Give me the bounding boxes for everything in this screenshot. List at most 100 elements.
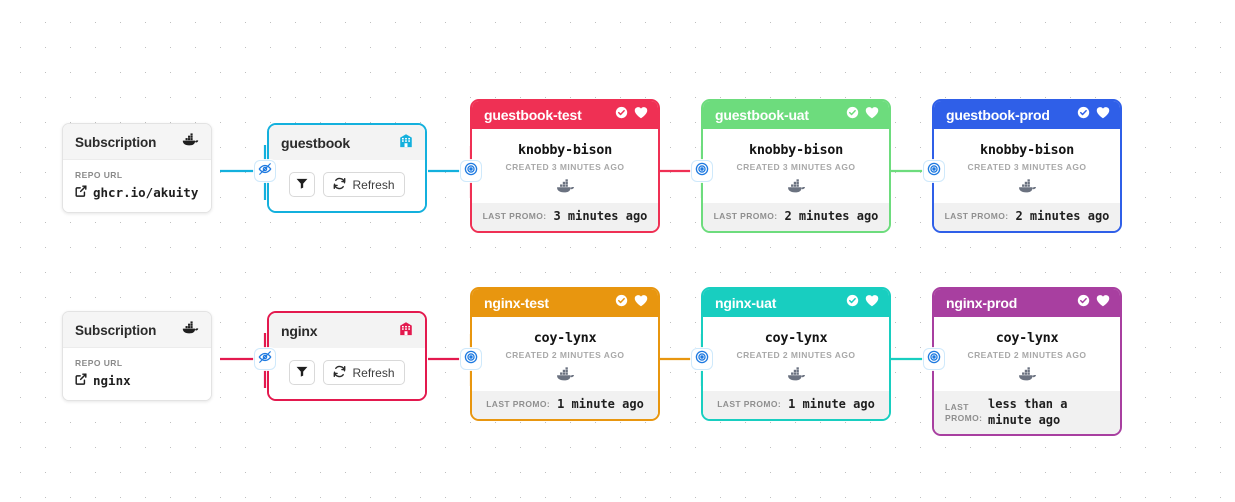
- target-icon: [695, 350, 709, 369]
- docker-whale-icon: [480, 179, 650, 193]
- heart-icon[interactable]: [865, 106, 879, 124]
- repo-url-link[interactable]: nginx: [75, 373, 199, 388]
- stage-header: guestbook-test: [472, 101, 658, 129]
- subscription-node-guestbook[interactable]: Subscription REPO URL: [62, 123, 212, 213]
- connector-target-guestbook-prod[interactable]: [923, 160, 945, 182]
- connector-target-nginx-prod[interactable]: [923, 348, 945, 370]
- freight-created: CREATED 2 MINUTES AGO: [505, 350, 625, 360]
- stage-footer: LAST PROMO: 1 minute ago: [703, 391, 889, 419]
- warehouse-body: Refresh: [269, 160, 425, 211]
- target-icon: [695, 162, 709, 181]
- filter-button[interactable]: [289, 360, 316, 385]
- check-circle-icon[interactable]: [615, 106, 628, 124]
- repo-url-label: REPO URL: [75, 358, 123, 368]
- freight-name: coy-lynx: [764, 330, 828, 346]
- last-promo-value: less than a minute ago: [988, 397, 1068, 427]
- heart-icon[interactable]: [865, 294, 879, 312]
- subscription-title: Subscription: [75, 322, 157, 338]
- refresh-button[interactable]: Refresh: [323, 172, 405, 197]
- external-link-icon: [75, 185, 87, 200]
- check-circle-icon[interactable]: [846, 106, 859, 124]
- target-icon: [927, 162, 941, 181]
- check-circle-icon[interactable]: [846, 294, 859, 312]
- stage-footer: LAST PROMO: 1 minute ago: [472, 391, 658, 419]
- eye-slash-icon: [258, 162, 272, 181]
- filter-icon: [296, 364, 308, 382]
- stage-card-guestbook-test[interactable]: guestbook-test knobby-bison CREATED 3 MI…: [470, 99, 660, 233]
- connector-target-guestbook-test[interactable]: [460, 160, 482, 182]
- heart-icon[interactable]: [1096, 294, 1110, 312]
- docker-whale-icon: [711, 179, 881, 193]
- warehouse-header: nginx: [269, 313, 425, 348]
- last-promo-label: LAST PROMO:: [713, 211, 778, 222]
- stage-name: guestbook-uat: [715, 106, 809, 123]
- last-promo-label: LAST PROMO:: [945, 401, 983, 423]
- connector-hidden-guestbook[interactable]: [254, 160, 276, 182]
- freight-created: CREATED 2 MINUTES AGO: [967, 350, 1087, 360]
- heart-icon[interactable]: [634, 294, 648, 312]
- subscription-node-nginx[interactable]: Subscription REPO URL: [62, 311, 212, 401]
- subscription-body: REPO URL nginx: [63, 348, 211, 400]
- stage-header: nginx-prod: [934, 289, 1120, 317]
- last-promo-value: 3 minutes ago: [553, 209, 648, 223]
- filter-button[interactable]: [289, 172, 316, 197]
- heart-icon[interactable]: [634, 106, 648, 124]
- subscription-header: Subscription: [63, 124, 211, 160]
- stage-name: nginx-test: [484, 294, 549, 311]
- last-promo-value: 1 minute ago: [788, 397, 875, 411]
- stage-body: knobby-bison CREATED 3 MINUTES AGO: [934, 129, 1120, 203]
- heart-icon[interactable]: [1096, 106, 1110, 124]
- stage-name: nginx-prod: [946, 294, 1018, 311]
- warehouse-node-nginx[interactable]: nginx: [267, 311, 427, 401]
- subscription-header: Subscription: [63, 312, 211, 348]
- target-icon: [464, 162, 478, 181]
- check-circle-icon[interactable]: [615, 294, 628, 312]
- check-circle-icon[interactable]: [1077, 106, 1090, 124]
- warehouse-header: guestbook: [269, 125, 425, 160]
- stage-body: coy-lynx CREATED 2 MINUTES AGO: [934, 317, 1120, 391]
- docker-whale-icon: [182, 133, 199, 151]
- filter-icon: [296, 176, 308, 194]
- stage-header: nginx-test: [472, 289, 658, 317]
- freight-created: CREATED 3 MINUTES AGO: [967, 162, 1087, 172]
- stage-card-nginx-uat[interactable]: nginx-uat coy-lynx CREATED 2 MINUTES AGO: [701, 287, 891, 421]
- stage-footer: LAST PROMO: 2 minutes ago: [934, 203, 1120, 231]
- refresh-button[interactable]: Refresh: [323, 360, 405, 385]
- freight-name: knobby-bison: [980, 142, 1074, 158]
- target-icon: [927, 350, 941, 369]
- freight-created: CREATED 3 MINUTES AGO: [505, 162, 625, 172]
- warehouse-title: guestbook: [281, 135, 350, 151]
- target-icon: [464, 350, 478, 369]
- stage-card-guestbook-uat[interactable]: guestbook-uat knobby-bison CREATED 3 MIN…: [701, 99, 891, 233]
- check-circle-icon[interactable]: [1077, 294, 1090, 312]
- warehouse-body: Refresh: [269, 348, 425, 399]
- repo-url-link[interactable]: ghcr.io/akuity/g…: [75, 185, 199, 200]
- stage-header: guestbook-prod: [934, 101, 1120, 129]
- repo-url-text: nginx: [93, 373, 131, 388]
- warehouse-title: nginx: [281, 323, 318, 339]
- last-promo-label: LAST PROMO:: [944, 211, 1009, 222]
- connector-target-guestbook-uat[interactable]: [691, 160, 713, 182]
- last-promo-label: LAST PROMO:: [717, 399, 782, 410]
- stage-footer: LAST PROMO: less than a minute ago: [934, 391, 1120, 435]
- stage-card-guestbook-prod[interactable]: guestbook-prod knobby-bison CREATED 3 MI…: [932, 99, 1122, 233]
- stage-name: guestbook-test: [484, 106, 582, 123]
- refresh-label: Refresh: [352, 177, 395, 192]
- last-promo-value: 2 minutes ago: [784, 209, 879, 223]
- stage-card-nginx-prod[interactable]: nginx-prod coy-lynx CREATED 2 MINUTES AG…: [932, 287, 1122, 437]
- stage-name: nginx-uat: [715, 294, 777, 311]
- stage-card-nginx-test[interactable]: nginx-test coy-lynx CREATED 2 MINUTES AG…: [470, 287, 660, 421]
- connector-hidden-nginx[interactable]: [254, 348, 276, 370]
- stage-name: guestbook-prod: [946, 106, 1050, 123]
- warehouse-node-guestbook[interactable]: guestbook: [267, 123, 427, 213]
- freight-name: knobby-bison: [518, 142, 612, 158]
- subscription-body: REPO URL ghcr.io/akuity/g…: [63, 160, 211, 212]
- external-link-icon: [75, 373, 87, 388]
- subscription-title: Subscription: [75, 134, 157, 150]
- connector-target-nginx-test[interactable]: [460, 348, 482, 370]
- refresh-label: Refresh: [352, 365, 395, 380]
- stage-footer: LAST PROMO: 2 minutes ago: [703, 203, 889, 231]
- connector-target-nginx-uat[interactable]: [691, 348, 713, 370]
- last-promo-value: 1 minute ago: [557, 397, 644, 411]
